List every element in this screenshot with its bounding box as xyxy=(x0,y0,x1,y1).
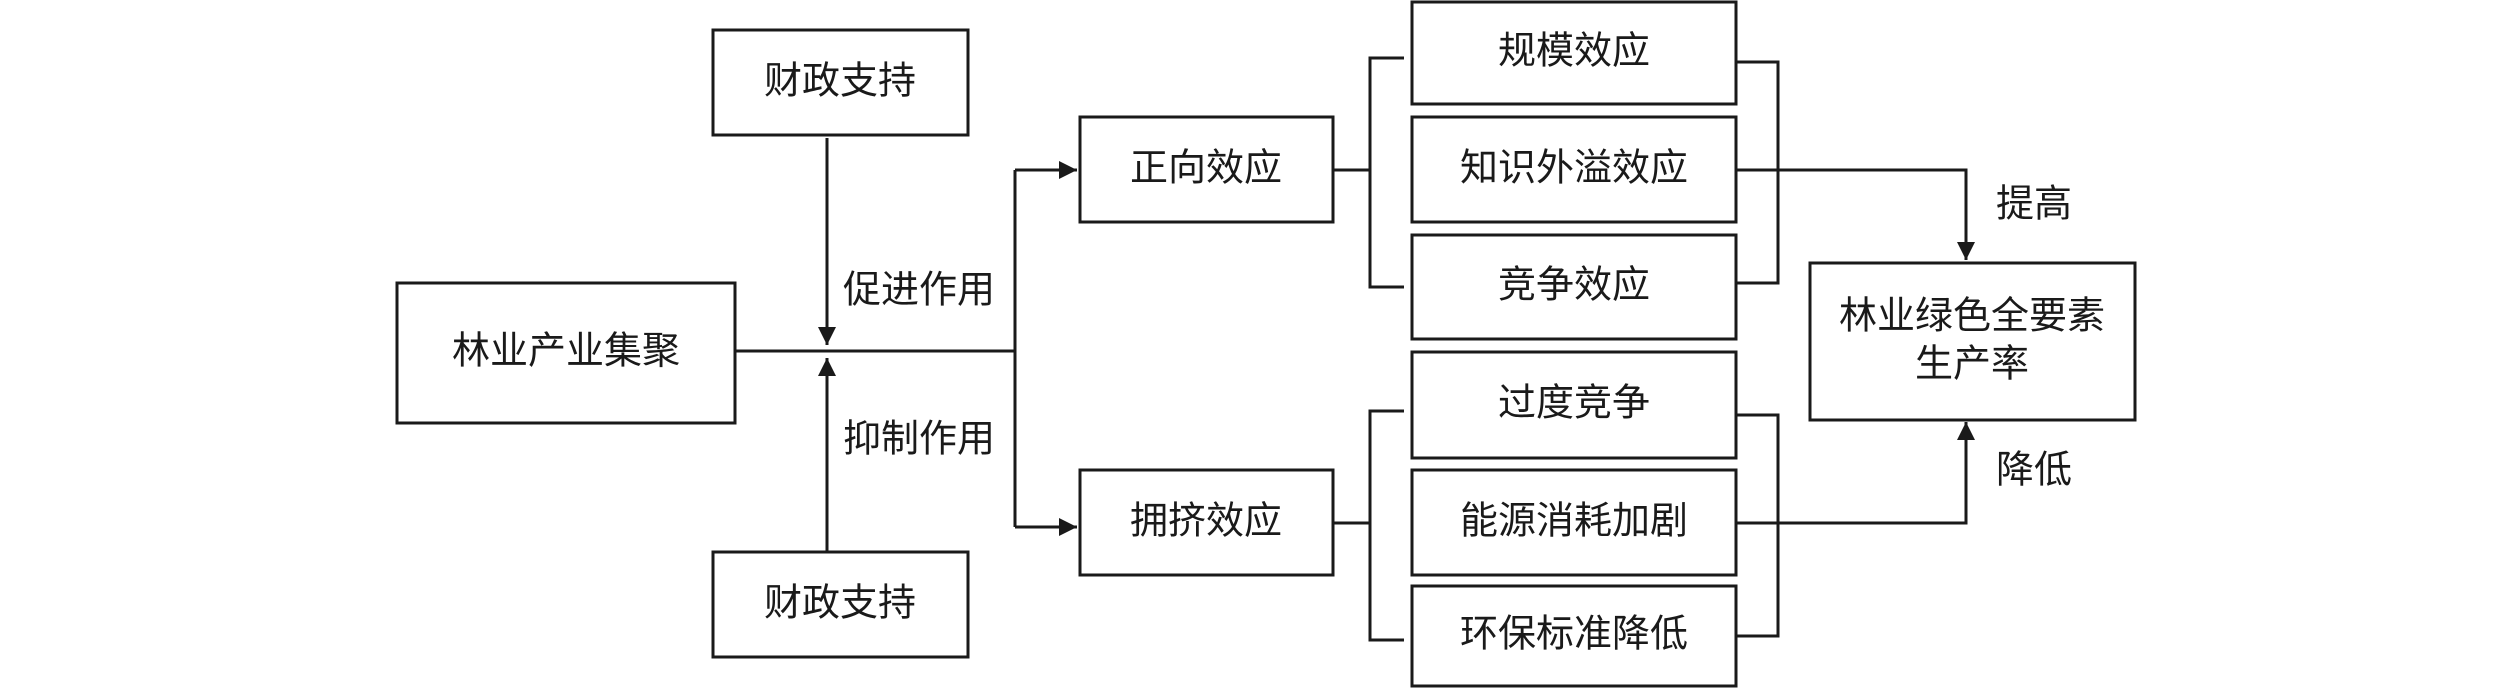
node-fiscal-top-label: 财政支持 xyxy=(764,59,916,103)
node-scale: 规模效应 xyxy=(1410,0,1738,106)
edge-label-raise: 提高 xyxy=(1996,182,2072,226)
node-positive-label: 正向效应 xyxy=(1130,146,1282,190)
connectors xyxy=(736,56,1975,642)
lower-left-bracket xyxy=(1368,409,1404,642)
node-env-standard: 环保标准降低 xyxy=(1410,584,1738,688)
node-crowding: 拥挤效应 xyxy=(1078,468,1335,577)
node-spillover: 知识外溢效应 xyxy=(1410,115,1738,224)
upper-right-bracket xyxy=(1736,60,1780,285)
edge-label-lower: 降低 xyxy=(1996,448,2072,492)
node-fiscal-bottom: 财政支持 xyxy=(711,550,970,659)
node-energy: 能源消耗加剧 xyxy=(1410,468,1738,577)
node-cluster-label: 林业产业集聚 xyxy=(452,329,680,373)
node-tfp: 林业绿色全要素 生产率 xyxy=(1808,261,2137,422)
node-env-standard-label: 环保标准降低 xyxy=(1460,612,1688,656)
node-competition-label: 竞争效应 xyxy=(1498,263,1650,307)
node-over-competition-label: 过度竞争 xyxy=(1498,381,1650,425)
node-competition: 竞争效应 xyxy=(1410,233,1738,341)
node-cluster: 林业产业集聚 xyxy=(395,281,737,425)
node-scale-label: 规模效应 xyxy=(1498,29,1650,73)
upper-left-bracket xyxy=(1368,56,1404,289)
node-fiscal-top: 财政支持 xyxy=(711,28,970,137)
edge-label-promote: 促进作用 xyxy=(843,268,995,312)
edge-label-inhibit: 抑制作用 xyxy=(843,417,995,461)
node-energy-label: 能源消耗加剧 xyxy=(1460,499,1688,543)
arrow-lower-to-tfp xyxy=(1736,422,1975,525)
node-over-competition: 过度竞争 xyxy=(1410,350,1738,460)
node-spillover-label: 知识外溢效应 xyxy=(1460,146,1688,190)
node-positive: 正向效应 xyxy=(1078,115,1335,224)
node-fiscal-bottom-label: 财政支持 xyxy=(764,581,916,625)
arrow-raise-to-tfp xyxy=(1736,168,1975,260)
node-crowding-label: 拥挤效应 xyxy=(1130,499,1282,543)
node-tfp-label-line1: 林业绿色全要素 xyxy=(1839,294,2105,338)
node-tfp-label-line2: 生产率 xyxy=(1915,342,2029,386)
lower-right-bracket xyxy=(1736,413,1780,638)
